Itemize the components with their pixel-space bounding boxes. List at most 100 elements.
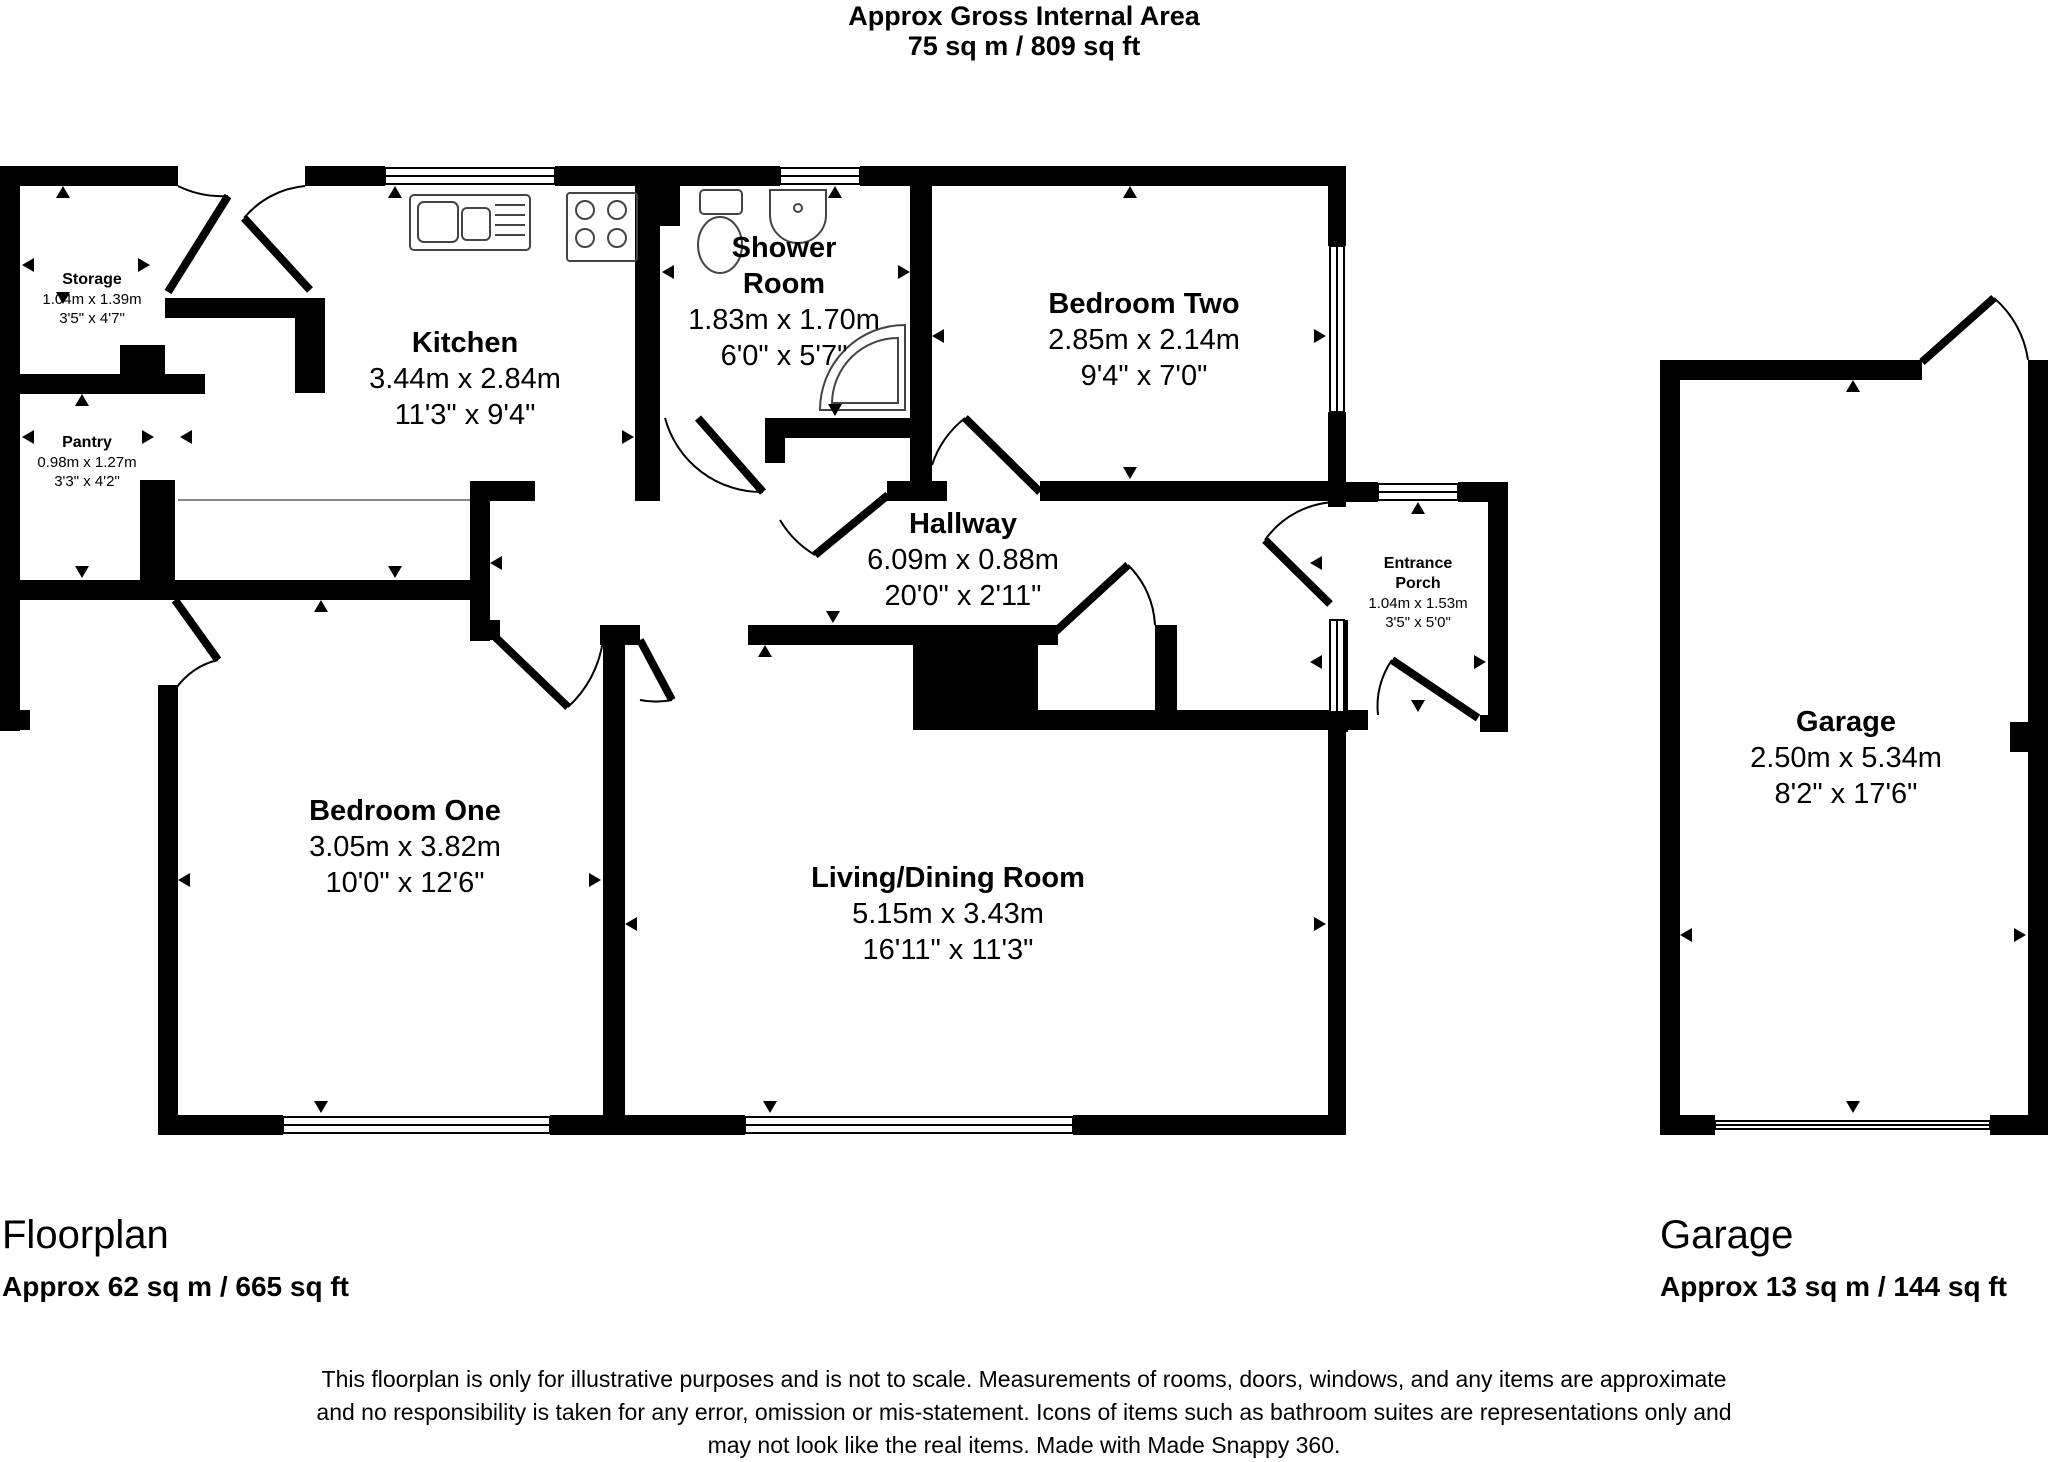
room-metric: 5.15m x 3.43m	[852, 898, 1044, 930]
wall	[1328, 730, 1346, 1135]
room-label-bedroom-two: Bedroom Two 2.85m x 2.14m 9'4" x 7'0"	[1048, 286, 1240, 394]
room-name-line2: Porch	[1395, 575, 1441, 592]
room-label-kitchen: Kitchen 3.44m x 2.84m 11'3" x 9'4"	[369, 325, 561, 433]
disclaimer: This floorplan is only for illustrative …	[316, 1363, 1731, 1462]
room-metric: 0.98m x 1.27m	[37, 454, 137, 471]
room-name: Kitchen	[411, 327, 519, 359]
wall	[158, 685, 178, 1135]
room-metric: 2.85m x 2.14m	[1048, 324, 1240, 356]
wall	[0, 580, 490, 600]
wall	[0, 710, 30, 730]
room-name: Bedroom One	[309, 795, 501, 827]
wall	[0, 374, 205, 394]
gross-area-value: 75 sq m / 809 sq ft	[907, 31, 1141, 61]
wall	[550, 1115, 745, 1135]
wall	[765, 418, 930, 438]
room-imperial: 11'3" x 9'4"	[394, 399, 536, 431]
wall	[470, 481, 490, 641]
disclaimer-line2: and no responsibility is taken for any e…	[316, 1399, 1732, 1425]
room-label-storage: Storage 1.04m x 1.39m 3'5" x 4'7"	[42, 270, 141, 328]
room-name-line2: Room	[742, 268, 826, 300]
room-label-pantry: Pantry 0.98m x 1.27m 3'3" x 4'2"	[37, 433, 136, 491]
room-imperial: 20'0" x 2'11"	[884, 580, 1042, 612]
room-name: Bedroom Two	[1048, 288, 1240, 320]
windows	[282, 167, 1991, 1134]
shower-tray-icon	[818, 323, 906, 411]
room-metric: 1.04m x 1.39m	[42, 291, 142, 308]
room-name: Pantry	[62, 434, 112, 451]
garage-section-area: Approx 13 sq m / 144 sq ft	[1660, 1271, 2007, 1302]
floorplan-section-area: Approx 62 sq m / 665 sq ft	[2, 1271, 349, 1302]
room-imperial: 3'5" x 5'0"	[1385, 614, 1451, 631]
room-metric: 3.44m x 2.84m	[369, 363, 561, 395]
room-metric: 1.83m x 1.70m	[688, 304, 880, 336]
room-imperial: 8'2" x 17'6"	[1774, 778, 1918, 810]
wall	[1073, 1115, 1346, 1135]
wall	[765, 418, 785, 463]
wall	[1338, 482, 1378, 502]
wall	[0, 166, 178, 186]
wall	[603, 630, 625, 1135]
wall	[1990, 1115, 2048, 1135]
room-imperial: 10'0" x 12'6"	[325, 867, 485, 899]
wall	[1660, 360, 1922, 380]
fixtures	[409, 189, 906, 411]
wall	[1328, 166, 1346, 246]
wall	[635, 186, 660, 501]
room-imperial: 9'4" x 7'0"	[1080, 360, 1208, 392]
kitchen-sink-icon	[409, 194, 531, 251]
hob-icon	[566, 192, 638, 262]
wall	[295, 298, 325, 393]
wall	[0, 166, 20, 731]
wall	[1660, 360, 1680, 1135]
room-name: Living/Dining Room	[811, 862, 1085, 894]
room-imperial: 3'3" x 4'2"	[54, 473, 120, 490]
room-name: Garage	[1796, 706, 1896, 738]
wall	[165, 298, 325, 318]
room-label-living-dining: Living/Dining Room 5.15m x 3.43m 16'11" …	[811, 860, 1085, 968]
wall	[887, 481, 947, 501]
room-label-hallway: Hallway 6.09m x 0.88m 20'0" x 2'11"	[867, 506, 1059, 614]
wall	[1155, 625, 1177, 715]
basin-icon	[769, 189, 827, 244]
room-name: Storage	[62, 271, 122, 288]
dimension-arrows	[22, 186, 2026, 1113]
room-label-entrance-porch: Entrance Porch 1.04m x 1.53m 3'5" x 5'0"	[1368, 554, 1467, 632]
room-label-bedroom-one: Bedroom One 3.05m x 3.82m 10'0" x 12'6"	[309, 793, 501, 901]
walls	[0, 166, 2048, 1135]
wall	[1038, 710, 1368, 730]
disclaimer-line1: This floorplan is only for illustrative …	[321, 1366, 1727, 1392]
wall	[120, 345, 165, 385]
disclaimer-line3: may not look like the real items. Made w…	[707, 1432, 1341, 1458]
wall	[158, 1115, 283, 1135]
wall	[860, 166, 1346, 186]
wall	[655, 186, 680, 226]
wall	[1660, 1115, 1715, 1135]
room-metric: 3.05m x 3.82m	[309, 831, 501, 863]
floorplan-section-title: Floorplan	[2, 1213, 169, 1257]
wall	[1040, 481, 1346, 501]
garage-section-title: Garage	[1660, 1213, 1794, 1257]
toilet-icon	[697, 189, 743, 274]
gross-area-title: Approx Gross Internal Area	[848, 1, 1200, 31]
room-imperial: 3'5" x 4'7"	[59, 310, 125, 327]
room-name: Hallway	[908, 508, 1017, 540]
wall	[1480, 715, 1508, 732]
room-imperial: 16'11" x 11'3"	[862, 934, 1034, 966]
doors	[164, 185, 2029, 722]
wall	[1488, 482, 1508, 732]
wall	[913, 625, 1038, 730]
room-imperial: 6'0" x 5'7"	[720, 340, 848, 372]
wall	[305, 166, 385, 186]
room-label-shower-room: Shower Room 1.83m x 1.70m 6'0" x 5'7"	[688, 230, 880, 374]
room-metric: 1.04m x 1.53m	[1368, 595, 1468, 612]
room-name-line1: Shower	[731, 232, 837, 264]
room-metric: 6.09m x 0.88m	[867, 544, 1059, 576]
wall	[555, 166, 780, 186]
room-name-line1: Entrance	[1383, 555, 1453, 572]
room-label-garage: Garage 2.50m x 5.34m 8'2" x 17'6"	[1750, 704, 1942, 812]
wall	[2010, 722, 2048, 752]
room-metric: 2.50m x 5.34m	[1750, 742, 1942, 774]
wall	[910, 186, 932, 486]
